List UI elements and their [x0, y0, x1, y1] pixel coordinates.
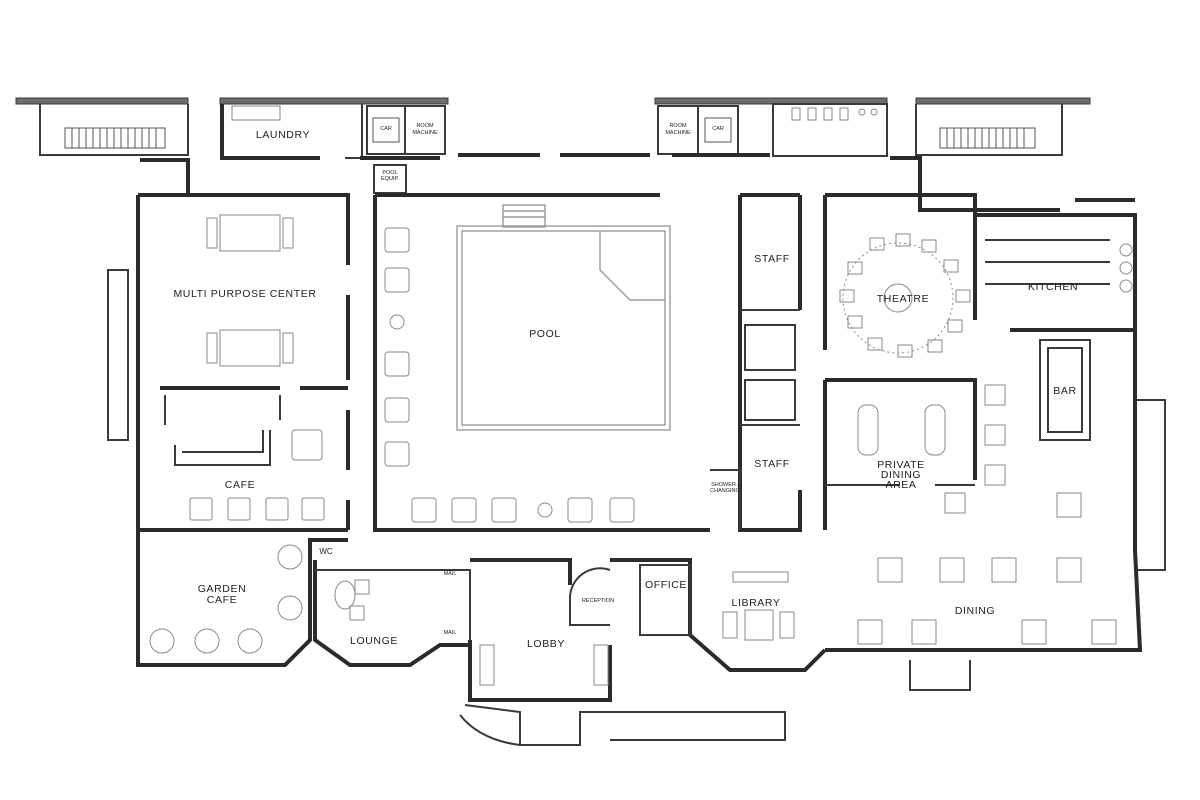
label-dining: DINING — [955, 605, 995, 617]
label-garden-cafe-1: GARDEN — [198, 583, 247, 595]
label-private-dining-3: AREA — [886, 479, 917, 491]
theatre-seating — [839, 233, 971, 358]
label-kitchen: KITCHEN — [1028, 281, 1078, 293]
label-bar: BAR — [1053, 385, 1076, 397]
garden-cafe-furniture — [149, 544, 303, 654]
label-room-machine-left-2: MACHINE — [412, 130, 438, 136]
mpc-furniture — [189, 214, 325, 521]
label-mail-bottom: MAIL — [444, 630, 457, 636]
label-lobby: LOBBY — [527, 638, 565, 650]
label-garden-cafe-2: CAFE — [207, 594, 237, 606]
label-wc: WC — [319, 547, 333, 556]
stair-block-left — [39, 104, 189, 156]
top-service-rooms — [220, 103, 888, 194]
label-library: LIBRARY — [732, 597, 781, 609]
pool-furniture — [384, 227, 635, 523]
label-room-machine-right-1: ROOM — [669, 123, 687, 129]
exterior-walls — [107, 153, 1166, 746]
label-room-machine-right-2: MACHINE — [665, 130, 691, 136]
label-car-right: CAR — [712, 126, 724, 132]
label-laundry: LAUNDRY — [256, 129, 310, 141]
roof-overhangs — [15, 97, 1091, 105]
label-pool-equip-2: EQUIP. — [381, 176, 399, 182]
label-shower-2: CHANGING — [710, 488, 740, 494]
label-private-dining-2: DINING — [881, 469, 921, 481]
label-multi-purpose: MULTI PURPOSE CENTER — [173, 288, 316, 300]
room-labels: LAUNDRY CAR ROOM MACHINE POOL EQUIP. ROO… — [173, 123, 1078, 650]
label-room-machine-left-1: ROOM — [416, 123, 434, 129]
label-lounge: LOUNGE — [350, 635, 398, 647]
label-car-left: CAR — [380, 126, 392, 132]
pool-outline — [456, 204, 671, 431]
label-theatre: THEATRE — [877, 293, 929, 305]
front-furniture — [334, 571, 795, 686]
label-mail-top: MAIL — [444, 571, 457, 577]
label-pool-equip-1: POOL — [382, 170, 397, 176]
label-reception: RECEPTION — [582, 598, 614, 604]
stair-block-right — [915, 104, 1063, 156]
label-private-dining-1: PRIVATE — [877, 459, 925, 471]
label-pool: POOL — [529, 328, 561, 340]
label-shower-1: SHOWER / — [711, 482, 739, 488]
label-staff-bottom: STAFF — [754, 458, 789, 470]
label-staff-top: STAFF — [754, 253, 789, 265]
dining-furniture — [857, 243, 1133, 645]
label-cafe: CAFE — [225, 479, 255, 491]
label-office: OFFICE — [645, 579, 687, 591]
